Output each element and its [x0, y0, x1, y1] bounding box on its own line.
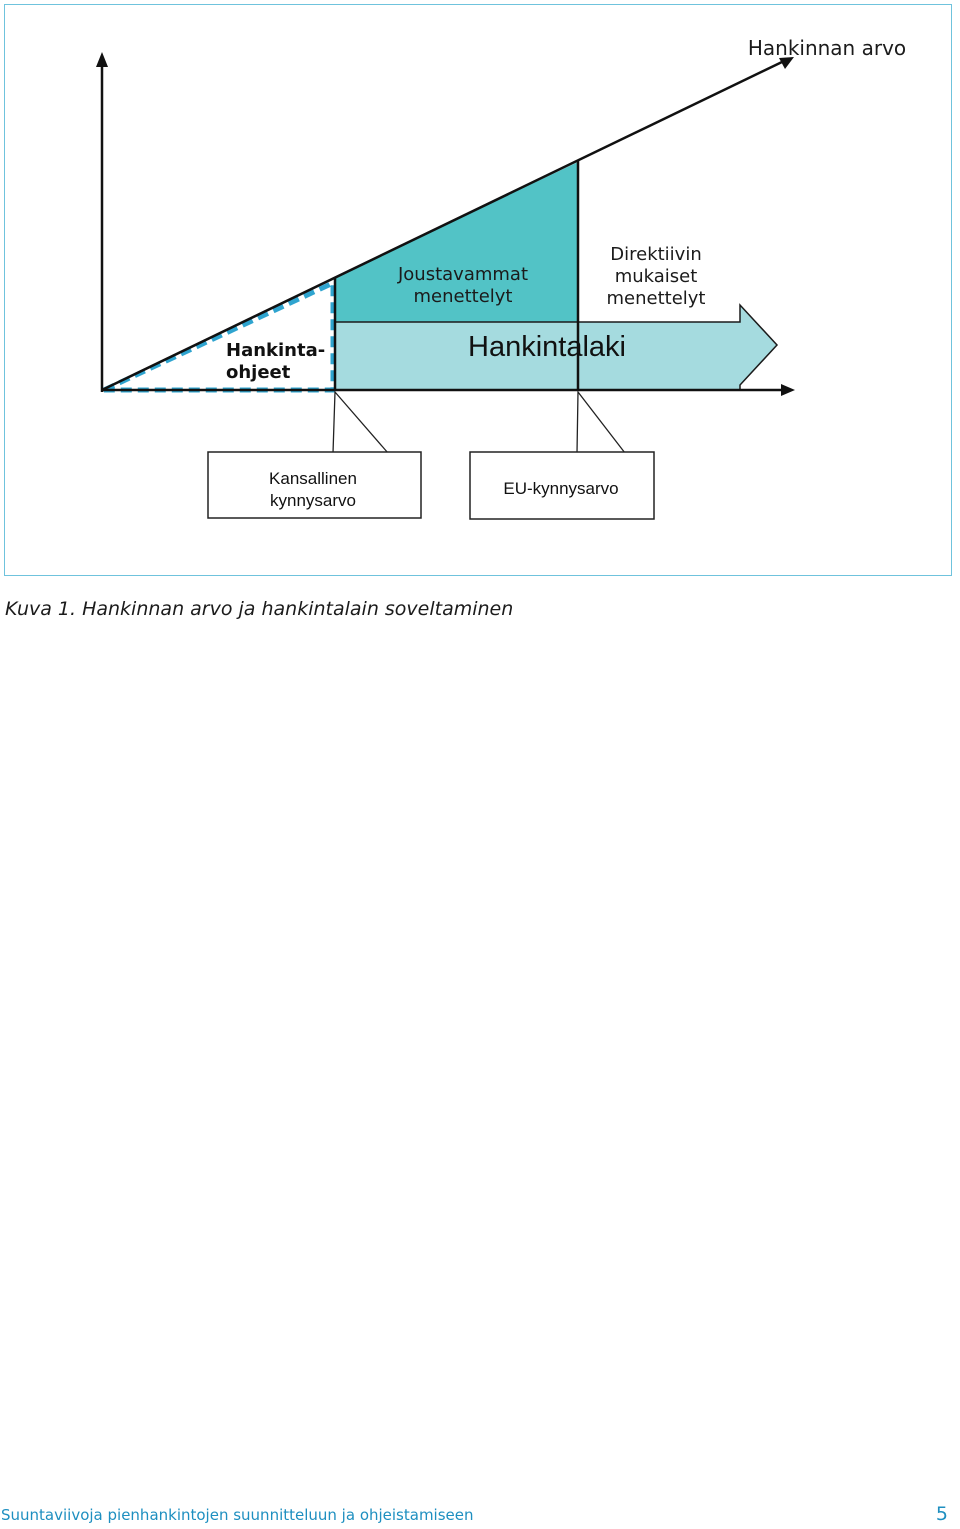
value-line-arrowhead — [779, 57, 794, 69]
value-axis-label: Hankinnan arvo — [748, 36, 906, 60]
directive-procedures-label-1: Direktiivin — [610, 244, 702, 265]
national-threshold-label-2: kynnysarvo — [270, 491, 356, 510]
national-threshold-box — [207, 451, 422, 519]
figure-caption: Kuva 1. Hankinnan arvo ja hankintalain s… — [5, 598, 514, 620]
directive-procedures-label-2: mukaiset — [615, 266, 698, 287]
y-axis-arrowhead — [96, 52, 108, 67]
eu-threshold-label: EU-kynnysarvo — [503, 479, 618, 498]
national-threshold-callout-pointer — [332, 390, 389, 454]
procurement-value-diagram: Hankinnan arvo Joustavammat menettelyt D… — [96, 36, 906, 520]
figure-frame — [4, 4, 952, 576]
guidelines-label-1: Hankinta- — [226, 340, 325, 361]
page-number: 5 — [935, 1503, 948, 1525]
guidelines-label-2: ohjeet — [226, 362, 291, 383]
guidelines-region — [102, 279, 336, 393]
eu-threshold-callout-pointer — [576, 390, 626, 454]
eu-threshold-box — [469, 451, 655, 520]
value-line — [101, 60, 783, 392]
flexible-procedures-label-2: menettelyt — [414, 286, 513, 307]
procurement-act-label: Hankintalaki — [468, 331, 626, 363]
national-threshold-label-1: Kansallinen — [269, 469, 357, 488]
directive-procedures-label-3: menettelyt — [607, 288, 706, 309]
x-axis-arrowhead — [781, 384, 795, 396]
flexible-procedures-label-1: Joustavammat — [397, 264, 528, 285]
footer-title: Suuntaviivoja pienhankintojen suunnittel… — [1, 1506, 474, 1524]
